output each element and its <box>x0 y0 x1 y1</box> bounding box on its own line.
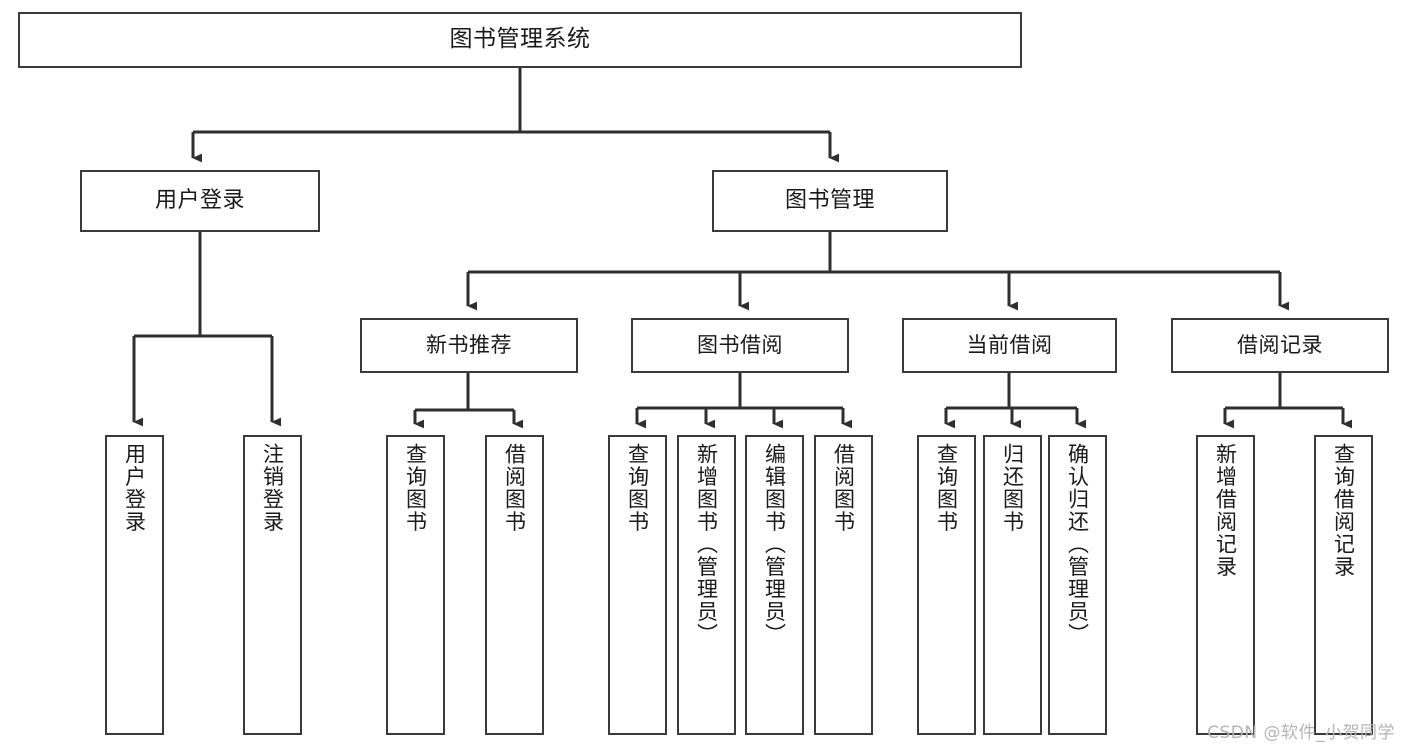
node-leaf-confirm-return-admin[interactable]: 确认归还（管理员） <box>1048 435 1107 735</box>
node-label: 图书管理 <box>784 188 875 214</box>
node-leaf-return-book[interactable]: 归还图书 <box>983 435 1042 735</box>
node-label: 编辑图书（管理员） <box>762 443 787 646</box>
node-label: 当前借阅 <box>966 333 1053 358</box>
node-leaf-user-login[interactable]: 用户登录 <box>105 435 164 735</box>
node-label: 图书管理系统 <box>449 26 591 53</box>
node-label: 用户登录 <box>122 443 147 533</box>
node-label: 借阅记录 <box>1237 333 1323 358</box>
node-leaf-logout[interactable]: 注销登录 <box>243 435 302 735</box>
node-label: 查询图书 <box>403 443 428 533</box>
node-leaf-edit-book-admin[interactable]: 编辑图书（管理员） <box>745 435 804 735</box>
node-leaf-borrow-book-recommend[interactable]: 借阅图书 <box>485 435 544 735</box>
node-leaf-add-book-admin[interactable]: 新增图书（管理员） <box>677 435 736 735</box>
node-library-management-system[interactable]: 图书管理系统 <box>18 12 1022 68</box>
node-leaf-query-book-borrow[interactable]: 查询图书 <box>608 435 667 735</box>
node-borrowing-record[interactable]: 借阅记录 <box>1171 318 1389 373</box>
node-new-book-recommendation[interactable]: 新书推荐 <box>360 318 578 373</box>
node-user-login[interactable]: 用户登录 <box>80 170 320 232</box>
node-label: 图书借阅 <box>697 333 783 358</box>
node-label: 新书推荐 <box>426 333 512 358</box>
node-label: 新增图书（管理员） <box>694 443 719 646</box>
node-book-management[interactable]: 图书管理 <box>712 170 948 232</box>
node-leaf-query-book-recommend[interactable]: 查询图书 <box>386 435 445 735</box>
node-label: 查询借阅记录 <box>1331 443 1356 578</box>
node-book-borrowing[interactable]: 图书借阅 <box>631 318 849 373</box>
node-leaf-query-book-current[interactable]: 查询图书 <box>917 435 976 735</box>
node-label: 查询图书 <box>625 443 650 533</box>
node-label: 借阅图书 <box>502 443 527 533</box>
node-label: 查询图书 <box>934 443 959 533</box>
node-label: 确认归还（管理员） <box>1065 443 1090 646</box>
node-label: 归还图书 <box>1000 443 1025 533</box>
node-leaf-add-borrow-record[interactable]: 新增借阅记录 <box>1196 435 1255 735</box>
node-leaf-query-borrow-record[interactable]: 查询借阅记录 <box>1314 435 1373 735</box>
node-label: 借阅图书 <box>831 443 856 533</box>
node-leaf-borrow-book[interactable]: 借阅图书 <box>814 435 873 735</box>
node-current-borrowing[interactable]: 当前借阅 <box>902 318 1117 373</box>
node-label: 新增借阅记录 <box>1213 443 1238 578</box>
node-label: 注销登录 <box>260 443 285 533</box>
node-label: 用户登录 <box>154 188 245 214</box>
